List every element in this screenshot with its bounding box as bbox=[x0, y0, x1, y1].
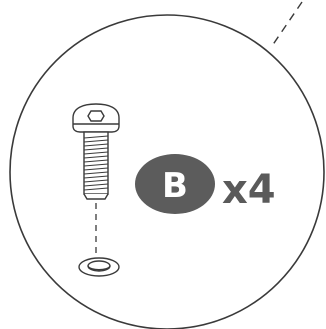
screw-icon bbox=[72, 103, 120, 200]
quantity-label: x4 bbox=[222, 167, 276, 213]
part-badge: B bbox=[135, 154, 215, 214]
part-badge-background bbox=[135, 154, 215, 214]
hole-icon bbox=[78, 257, 120, 277]
part-letter: B bbox=[162, 166, 188, 206]
callout-leader-line bbox=[271, 1, 303, 47]
